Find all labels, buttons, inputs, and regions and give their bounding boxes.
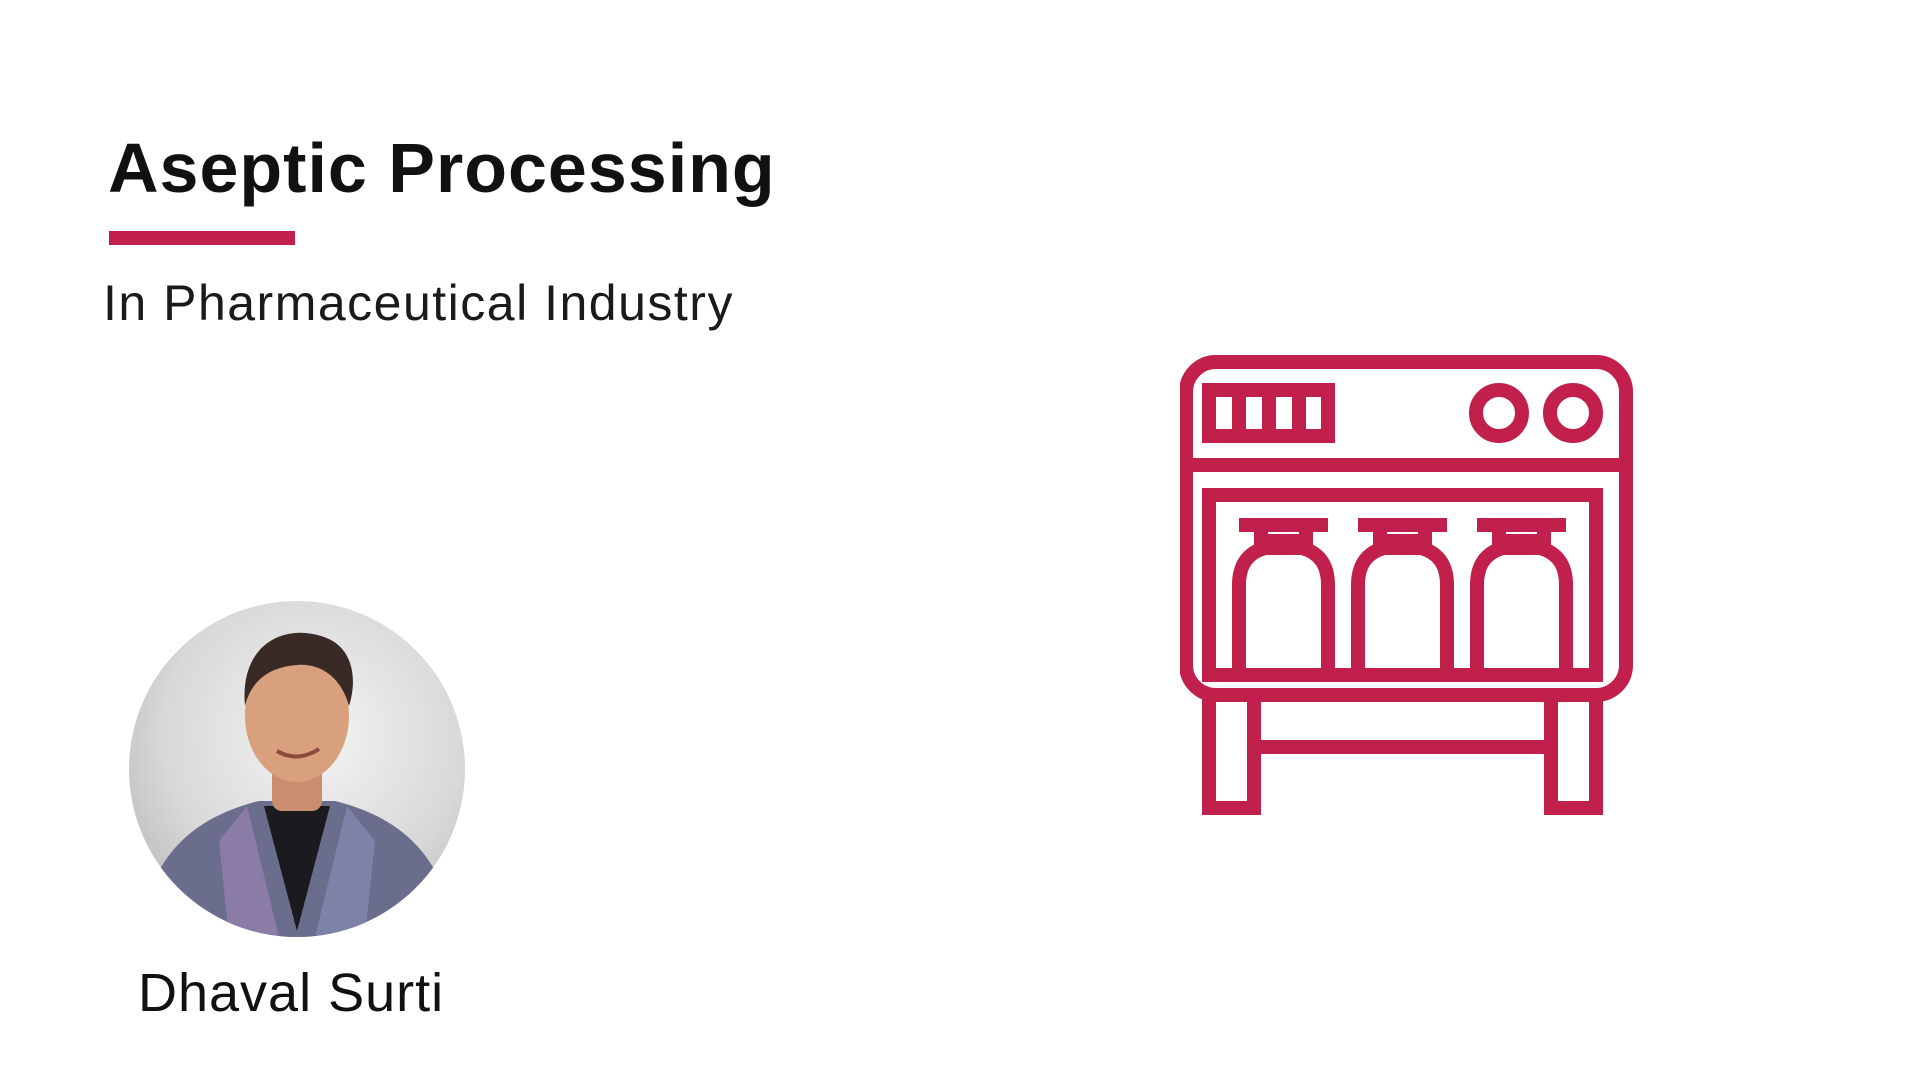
slide-title: Aseptic Processing xyxy=(108,129,776,207)
aseptic-filling-machine-icon xyxy=(1179,350,1660,830)
presenter-photo xyxy=(129,601,465,937)
presenter-name: Dhaval Surti xyxy=(138,963,445,1023)
presenter-portrait xyxy=(139,632,455,937)
slide-subtitle: In Pharmaceutical Industry xyxy=(103,275,734,331)
title-underline xyxy=(109,231,295,245)
